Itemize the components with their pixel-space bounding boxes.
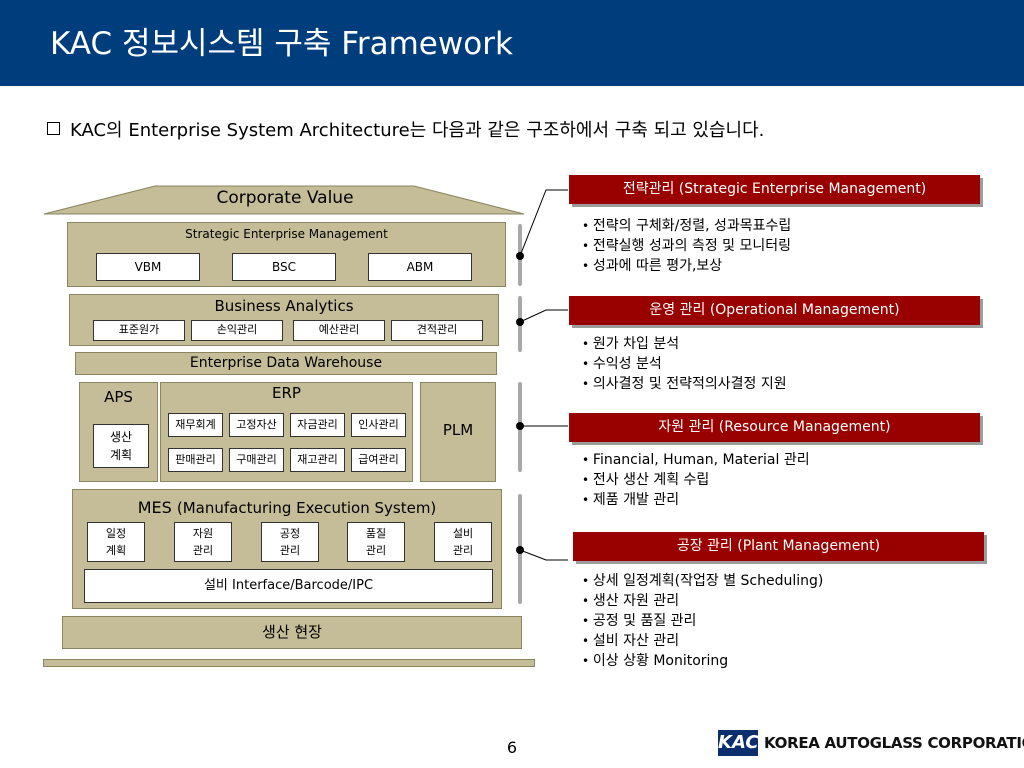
erp-item: 인사관리: [351, 413, 406, 437]
list-item: 공정 및 품질 관리: [582, 611, 823, 631]
aps-item: 생산 계획: [93, 424, 149, 468]
roof-shape: [43, 185, 525, 215]
list-item: 의사결정 및 전략적의사결정 지원: [582, 374, 787, 394]
erp-item: 재고관리: [290, 448, 345, 472]
list-item: 설비 자산 관리: [582, 631, 823, 651]
floor-label: 생산 현장: [62, 616, 522, 649]
mes-item: 품질 관리: [347, 522, 405, 562]
resource-management-bullets: Financial, Human, Material 관리 전사 생산 계획 수…: [582, 450, 810, 510]
list-item: 생산 자원 관리: [582, 591, 823, 611]
plm-panel: [420, 382, 496, 482]
mes-heading: MES (Manufacturing Execution System): [72, 498, 502, 517]
erp-item: 자금관리: [290, 413, 345, 437]
plant-management-header: 공장 관리 (Plant Management): [573, 532, 984, 561]
aps-title: APS: [104, 388, 133, 406]
ba-item-standard-cost: 표준원가: [93, 320, 185, 341]
mes-interface-bar: 설비 Interface/Barcode/IPC: [84, 569, 493, 603]
company-logo: KAC KOREA AUTOGLASS CORPORATION: [718, 730, 1024, 760]
subtitle-text: KAC의 Enterprise System Architecture는 다음과…: [70, 120, 765, 141]
erp-item: 급여관리: [351, 448, 406, 472]
erp-item: 구매관리: [229, 448, 284, 472]
erp-item: 고정자산: [229, 413, 284, 437]
plant-management-bullets: 상세 일정계획(작업장 별 Scheduling) 생산 자원 관리 공정 및 …: [582, 571, 823, 671]
mes-title: MES: [137, 498, 172, 517]
erp-item: 재무회계: [168, 413, 223, 437]
kac-logo-icon: KAC: [718, 730, 759, 756]
ops-management-bullets: 원가 차입 분석 수익성 분석 의사결정 및 전략적의사결정 지원: [582, 334, 787, 394]
erp-item: 판매관리: [168, 448, 223, 472]
ba-item-quote: 견적관리: [391, 320, 483, 341]
sem-item-vbm: VBM: [96, 253, 200, 281]
list-item: Financial, Human, Material 관리: [582, 450, 810, 470]
list-item: 전략의 구체화/정렬, 성과목표수립: [582, 216, 791, 236]
page-title: KAC 정보시스템 구축 Framework: [50, 26, 513, 62]
ba-title: Business Analytics: [214, 297, 354, 315]
subtitle: KAC의 Enterprise System Architecture는 다음과…: [47, 116, 764, 142]
mes-item: 일정 계획: [87, 522, 145, 562]
sem-item-abm: ABM: [368, 253, 472, 281]
list-item: 상세 일정계획(작업장 별 Scheduling): [582, 571, 823, 591]
list-item: 전략실행 성과의 측정 및 모니터링: [582, 236, 791, 256]
mes-subtitle: (Manufacturing Execution System): [176, 499, 437, 517]
floor-base: [43, 659, 535, 667]
plm-title: PLM: [442, 421, 474, 439]
ops-management-header: 운영 관리 (Operational Management): [569, 296, 980, 325]
list-item: 성과에 따른 평가,보상: [582, 256, 791, 276]
sem-title: Strategic Enterprise Management: [185, 227, 388, 241]
list-item: 원가 차입 분석: [582, 334, 787, 354]
list-item: 제품 개발 관리: [582, 490, 810, 510]
company-name: KOREA AUTOGLASS CORPORATION: [764, 734, 1024, 752]
ba-item-budget: 예산관리: [293, 320, 385, 341]
connector-line-plant: [519, 549, 568, 561]
title-bar: [0, 0, 1024, 86]
sem-item-bsc: BSC: [232, 253, 336, 281]
sem-management-header: 전략관리 (Strategic Enterprise Management): [569, 175, 980, 204]
connector-line-ops: [519, 309, 568, 323]
list-item: 이상 상황 Monitoring: [582, 651, 823, 671]
ba-item-pl: 손익관리: [191, 320, 283, 341]
erp-title: ERP: [272, 384, 301, 402]
connector-line-sem: [519, 189, 568, 257]
page-number: 6: [506, 738, 518, 757]
mes-item: 설비 관리: [434, 522, 492, 562]
mes-item: 공정 관리: [261, 522, 319, 562]
resource-management-header: 자원 관리 (Resource Management): [569, 413, 980, 442]
roof-label: Corporate Value: [216, 188, 354, 208]
edw-bar: Enterprise Data Warehouse: [75, 352, 497, 375]
sem-management-bullets: 전략의 구체화/정렬, 성과목표수립 전략실행 성과의 측정 및 모니터링 성과…: [582, 216, 791, 276]
mes-item: 자원 관리: [174, 522, 232, 562]
list-item: 수익성 분석: [582, 354, 787, 374]
checkbox-bullet-icon: [47, 122, 60, 135]
list-item: 전사 생산 계획 수립: [582, 470, 810, 490]
